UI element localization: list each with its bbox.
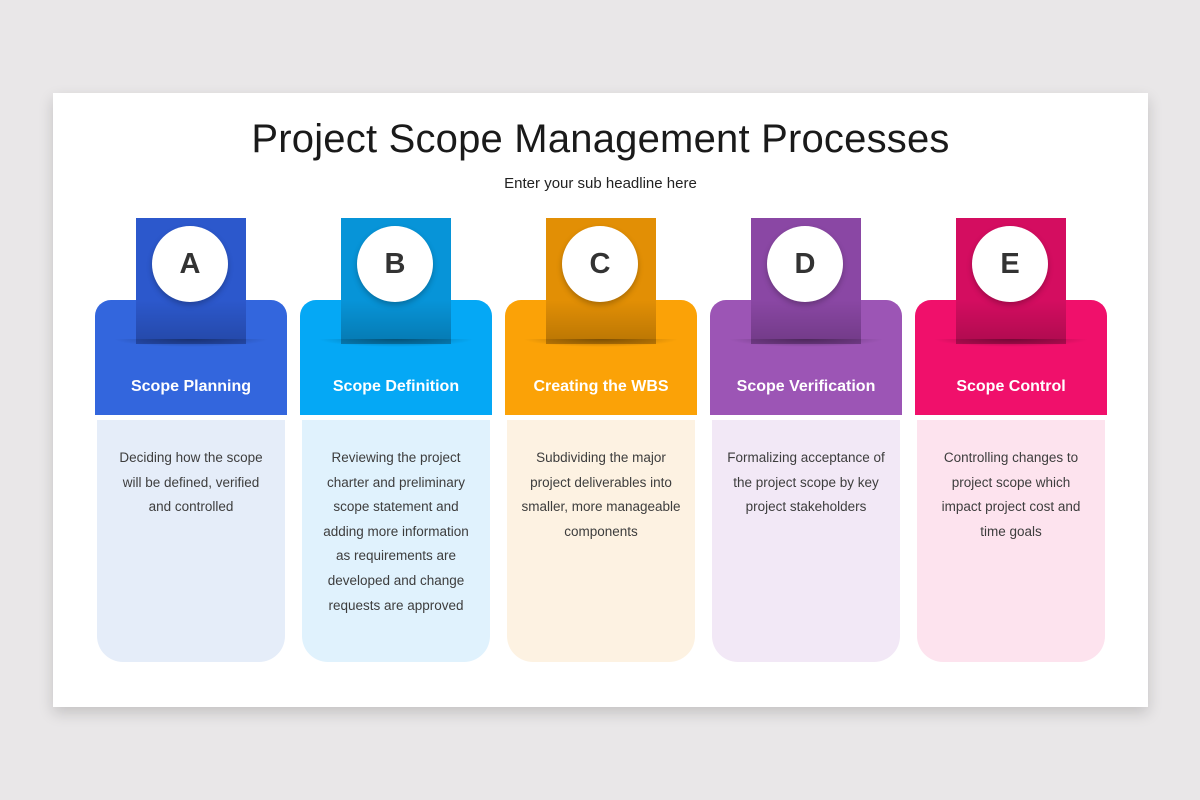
letter-badge: C: [562, 226, 638, 302]
card-label: Scope Definition: [332, 378, 460, 395]
process-card-a: A Scope Planning Deciding how the scope …: [95, 218, 287, 663]
pocket-shadow: [318, 339, 474, 347]
card-body: Subdividing the major project deliverabl…: [507, 420, 695, 662]
letter-badge: E: [972, 226, 1048, 302]
card-description: Subdividing the major project deliverabl…: [521, 450, 681, 539]
card-label: Scope Control: [956, 378, 1066, 395]
card-description: Deciding how the scope will be defined, …: [119, 450, 263, 515]
card-description: Formalizing acceptance of the project sc…: [727, 450, 885, 515]
letter-badge: D: [767, 226, 843, 302]
card-body: Reviewing the project charter and prelim…: [302, 420, 490, 662]
slide: Project Scope Management Processes Enter…: [53, 93, 1148, 707]
card-tab: [546, 218, 656, 344]
card-description: Reviewing the project charter and prelim…: [323, 450, 469, 613]
card-label: Scope Verification: [736, 378, 876, 395]
pocket-shadow: [728, 339, 884, 347]
process-card-d: D Scope Verification Formalizing accepta…: [710, 218, 902, 663]
pocket-shadow: [933, 339, 1089, 347]
process-card-e: E Scope Control Controlling changes to p…: [915, 218, 1107, 663]
slide-title: Project Scope Management Processes: [251, 117, 950, 161]
card-body: Deciding how the scope will be defined, …: [97, 420, 285, 662]
pocket-shadow: [113, 339, 269, 347]
letter-badge: B: [357, 226, 433, 302]
process-card-b: B Scope Definition Reviewing the project…: [300, 218, 492, 663]
slide-subtitle: Enter your sub headline here: [504, 175, 697, 192]
card-description: Controlling changes to project scope whi…: [941, 450, 1081, 539]
pocket-shadow: [523, 339, 679, 347]
card-body: Formalizing acceptance of the project sc…: [712, 420, 900, 662]
card-label: Creating the WBS: [533, 378, 669, 395]
process-card-c: C Creating the WBS Subdividing the major…: [505, 218, 697, 663]
card-label: Scope Planning: [130, 378, 251, 395]
letter-badge: A: [152, 226, 228, 302]
card-body: Controlling changes to project scope whi…: [917, 420, 1105, 662]
